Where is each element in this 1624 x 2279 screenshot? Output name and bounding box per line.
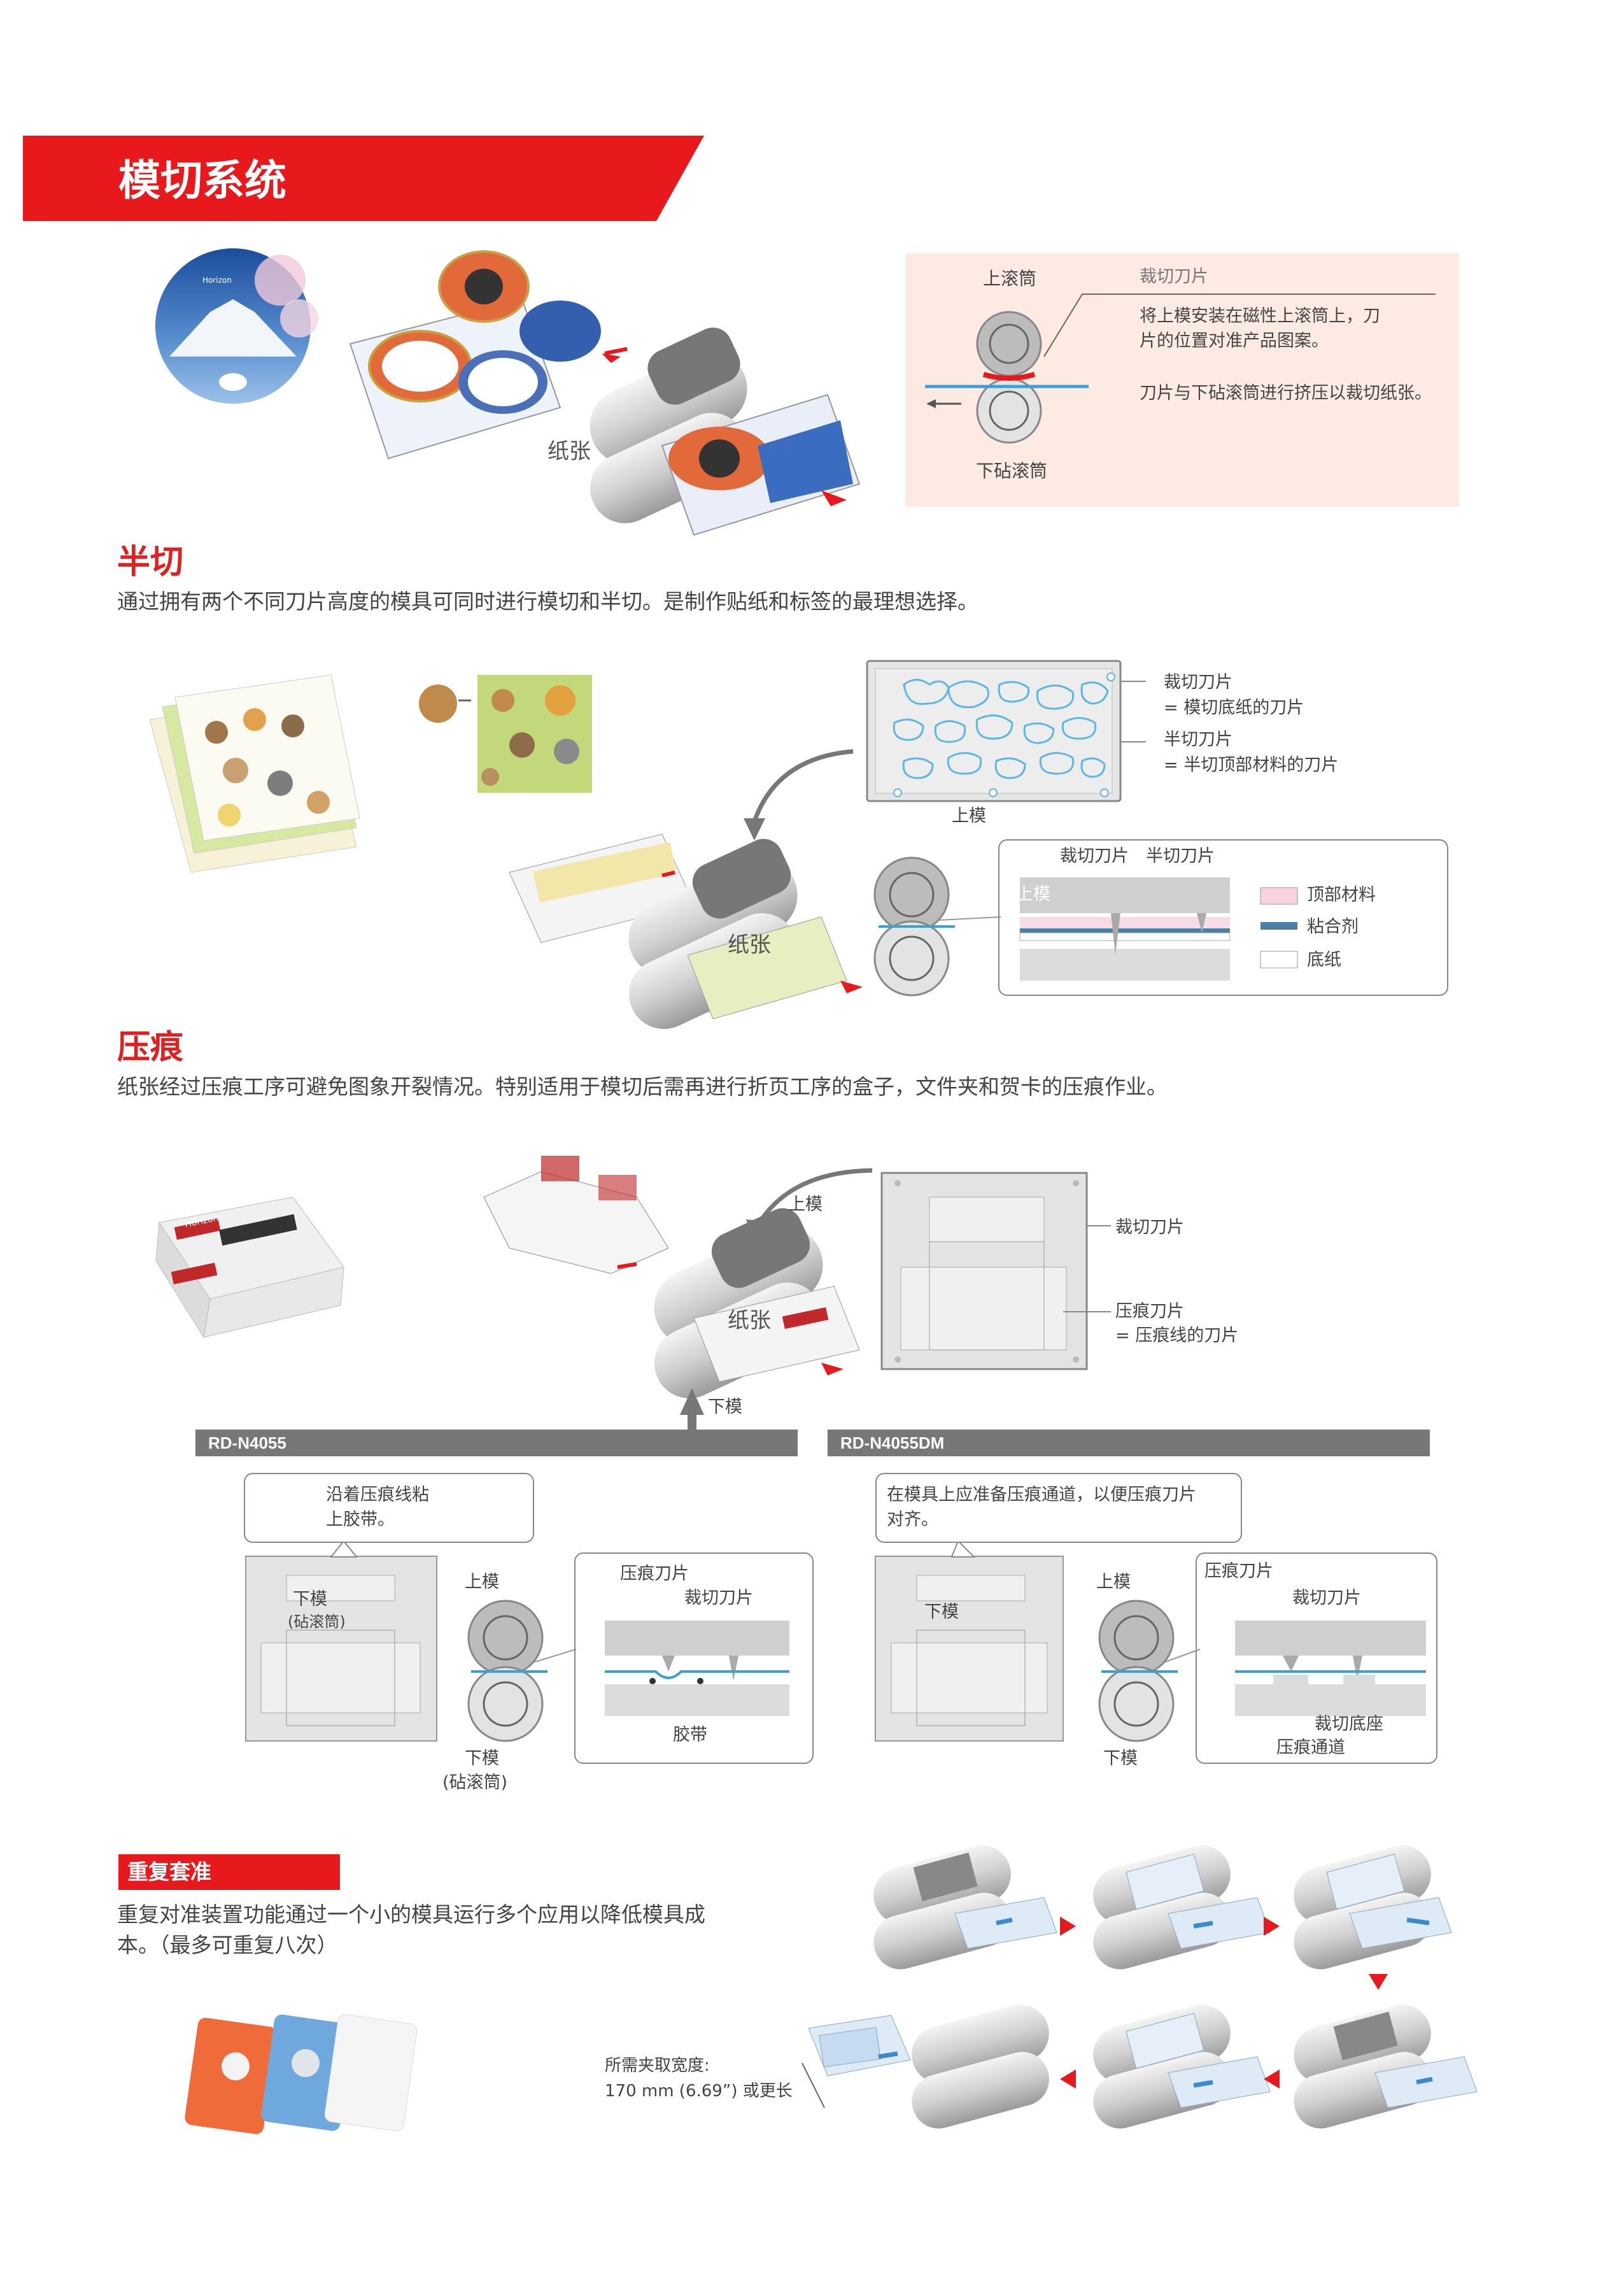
right-lower-label: 下模	[1103, 1749, 1138, 1768]
halfcut-label-4: = 半切顶部材料的刀片	[1164, 755, 1339, 775]
repeat-step-4	[1294, 2005, 1478, 2129]
left-die-plate	[245, 1556, 437, 1742]
fan-logo: Horizon	[202, 276, 232, 285]
step-arrow-4	[1264, 2070, 1280, 2089]
left-die-label: 下模	[293, 1589, 327, 1609]
legend-adhesive: 粘合剂	[1307, 917, 1359, 937]
header-banner	[23, 136, 704, 221]
step-arrow-1	[1060, 1917, 1076, 1936]
right-cut-blade: 裁切刀片	[1292, 1588, 1361, 1608]
sticker-sheets-stack	[149, 674, 360, 873]
cut-fan-orange	[438, 250, 530, 323]
crease-die-plate	[880, 1172, 1111, 1370]
step-arrow-5	[1060, 2070, 1076, 2089]
crease-label-cut: 裁切刀片	[1115, 1218, 1184, 1237]
left-lower-label: 下模	[465, 1749, 499, 1768]
step-arrow-3	[1369, 1974, 1388, 1990]
curved-arrow	[752, 749, 854, 823]
die-cut-sheet	[349, 298, 561, 460]
crease-flat-boxes	[483, 1156, 669, 1274]
repeat-step-6	[801, 2005, 1049, 2129]
page-title: 模切系统	[118, 156, 286, 205]
left-upper-label: 上模	[465, 1572, 499, 1592]
crease-desc: 纸张经过压痕工序可避免图象开裂情况。特别适用于模切后需再进行折页工序的盒子，文件…	[117, 1074, 1168, 1099]
left-section-box	[574, 1552, 814, 1764]
upper-roller-label: 上滚筒	[983, 268, 1037, 289]
left-crease-blade: 压痕刀片	[620, 1564, 689, 1584]
repeat-step-3	[1294, 1845, 1452, 1970]
right-die-label: 下模	[924, 1602, 959, 1622]
model-bar-right: RD-N4055DM	[828, 1430, 1430, 1456]
crease-label-crease-desc: = 压痕线的刀片	[1115, 1326, 1239, 1345]
step-arrow-2	[1264, 1917, 1280, 1936]
sticker-sheet-green	[419, 675, 592, 793]
half-cut-die-plate	[866, 660, 1146, 802]
left-cut-blade: 裁切刀片	[684, 1588, 753, 1608]
blade-desc-2: 刀片与下砧滚筒进行挤压以裁切纸张。	[1140, 383, 1432, 403]
left-callout-text: 沿着压痕线粘 上胶带。	[326, 1485, 429, 1530]
halfcut-section-upper-die: 上模	[1016, 884, 1050, 904]
right-rollers-section	[1098, 1600, 1201, 1742]
repeat-title: 重复套准	[118, 1854, 340, 1890]
right-crease-channel: 压痕通道	[1276, 1738, 1345, 1757]
cut-fan-blue	[519, 301, 601, 362]
model-bar-left: RD-N4055	[195, 1430, 798, 1456]
crease-lower-die: 下模	[708, 1397, 742, 1417]
right-callout-text: 在模具上应准备压痕通道，以便压痕刀片 对齐。	[887, 1485, 1196, 1530]
left-callout	[244, 1473, 534, 1543]
blade-desc-1: 将上模安装在磁性上滚筒上，刀 片的位置对准产品图案。	[1140, 306, 1380, 351]
roller-assembly-halfcut	[509, 834, 863, 1029]
halfcut-section-box	[998, 839, 1448, 996]
repeat-cards	[185, 2014, 418, 2134]
roller-assembly-top	[590, 327, 861, 536]
repeat-step-1	[873, 1845, 1057, 1970]
crease-upper-die: 上模	[788, 1195, 823, 1214]
crease-label-crease: 压痕刀片	[1115, 1302, 1184, 1321]
halfcut-paper-label: 纸张	[728, 932, 771, 958]
repeat-step-5	[1093, 2005, 1271, 2129]
right-crease-blade: 压痕刀片	[1204, 1561, 1273, 1581]
halfcut-label-2: = 模切底纸的刀片	[1164, 698, 1304, 718]
repeat-desc: 重复对准装置功能通过一个小的模具运行多个应用以降低模具成 本。（最多可重复八次）	[117, 1902, 705, 1957]
right-callout	[875, 1473, 1242, 1543]
left-rollers-section	[467, 1600, 577, 1742]
halfcut-rollers-section	[873, 856, 1001, 997]
legend-base-paper: 底纸	[1307, 950, 1341, 970]
halfcut-label-1: 裁切刀片	[1164, 672, 1232, 692]
repeat-width-value: 170 mm (6.69”) 或更长	[605, 2082, 793, 2101]
halfcut-title: 半切	[117, 543, 184, 581]
right-section-box	[1196, 1552, 1437, 1764]
left-lower-sub: (砧滚筒)	[442, 1773, 508, 1793]
halfcut-label-3: 半切刀片	[1164, 730, 1232, 749]
crease-paper-label: 纸张	[728, 1308, 771, 1333]
right-cut-base: 裁切底座	[1315, 1714, 1383, 1734]
fan-illustration	[155, 248, 318, 404]
halfcut-desc: 通过拥有两个不同刀片高度的模具可同时进行模切和半切。是制作贴纸和标签的最理想选择…	[117, 589, 978, 614]
repeat-step-2	[1093, 1845, 1271, 1970]
right-upper-label: 上模	[1096, 1572, 1131, 1592]
blade-title: 裁切刀片	[1140, 267, 1208, 287]
left-die-sub: (砧滚筒)	[288, 1613, 346, 1631]
halfcut-half-blade-label: 半切刀片	[1146, 846, 1215, 866]
top-paper-label: 纸张	[547, 439, 591, 464]
crease-title: 压痕	[117, 1028, 184, 1067]
legend-top-material: 顶部材料	[1307, 885, 1376, 905]
halfcut-cut-blade-label: 裁切刀片	[1060, 846, 1129, 866]
repeat-width-label: 所需夹取宽度:	[605, 2056, 710, 2075]
lower-roller-label: 下砧滚筒	[976, 460, 1048, 481]
left-tape-label: 胶带	[673, 1725, 707, 1745]
right-die-plate	[875, 1556, 1064, 1742]
halfcut-upper-die-label: 上模	[952, 806, 986, 826]
box-brand: Horizon	[183, 1212, 220, 1230]
